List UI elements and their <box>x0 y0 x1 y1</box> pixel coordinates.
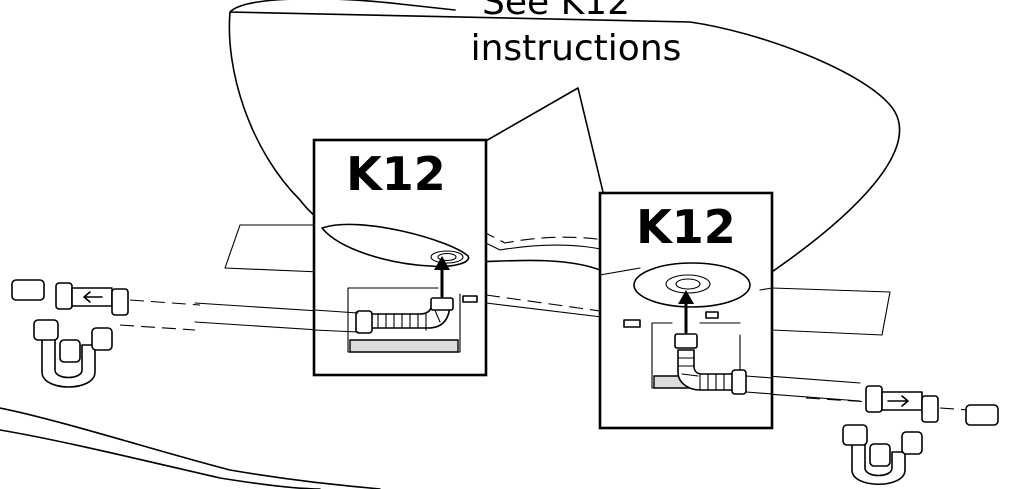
left-trap-nut-c <box>91 327 113 351</box>
dashed-axis-left <box>129 299 201 306</box>
left-drain-basin <box>321 223 470 268</box>
right-trap-nut-a <box>842 424 868 446</box>
right-hose-top-nut <box>674 333 698 349</box>
left-frame-pipe-top <box>313 309 359 314</box>
right-pipe-stub <box>965 404 999 426</box>
left-drain-ring-inner <box>437 252 457 262</box>
floor-edge-curve-inner <box>0 429 321 489</box>
right-drain-ring-outer <box>665 274 711 294</box>
right-hose-ribs <box>677 357 725 391</box>
callout-right-label: K12 <box>636 200 736 254</box>
left-up-arrow-head <box>434 256 450 270</box>
dashed-axis-right-2 <box>939 407 971 411</box>
right-trap-nut-b <box>869 443 891 467</box>
right-small-clip-a <box>623 319 641 328</box>
caption-line-2: instructions <box>471 28 682 69</box>
right-direction-arrow <box>887 395 909 407</box>
caption-leader-lines <box>483 87 604 193</box>
left-small-clip <box>462 295 478 303</box>
callout-frame-right: K12 <box>598 191 774 430</box>
right-trap-nut-c <box>901 431 923 455</box>
right-drain-ring-inner <box>675 278 701 290</box>
left-cavity-floor <box>349 339 459 353</box>
right-frame-pipe-bottom <box>745 391 773 395</box>
right-drain-basin <box>633 262 751 308</box>
left-nut-b <box>111 288 129 316</box>
left-drain-ring-outer <box>430 250 464 264</box>
left-hose-top-nut <box>430 297 454 311</box>
left-frame-pipe-bottom <box>313 329 359 333</box>
callout-frame-left: K12 <box>312 138 488 377</box>
floor-panel-right <box>771 287 891 336</box>
right-nut-b <box>921 395 939 423</box>
left-pipe-kit <box>11 279 129 388</box>
left-trap-nut-a <box>33 319 59 341</box>
caption-line-1: See K12 <box>482 0 630 23</box>
left-trap-nut-b <box>59 339 81 363</box>
left-hose-nut <box>355 310 373 334</box>
right-hose-nut <box>731 369 747 395</box>
callout-left-label: K12 <box>346 147 446 201</box>
right-frame-pipe-top <box>745 375 773 379</box>
right-small-clip-b <box>705 311 719 319</box>
right-pipe-kit <box>842 385 999 486</box>
floor-edge-curve <box>0 407 381 489</box>
right-tub-edge <box>599 267 773 291</box>
floor-panel-left <box>224 224 321 273</box>
left-nut-a <box>55 282 73 310</box>
dashed-axis-right <box>805 397 871 403</box>
waste-pipe-mid-top <box>485 302 611 319</box>
right-nut-a <box>865 385 883 413</box>
left-direction-arrow <box>83 291 103 303</box>
right-up-arrow-head <box>678 290 694 304</box>
dashed-axis-left-2 <box>119 324 196 331</box>
left-pipe-stub <box>11 279 45 301</box>
